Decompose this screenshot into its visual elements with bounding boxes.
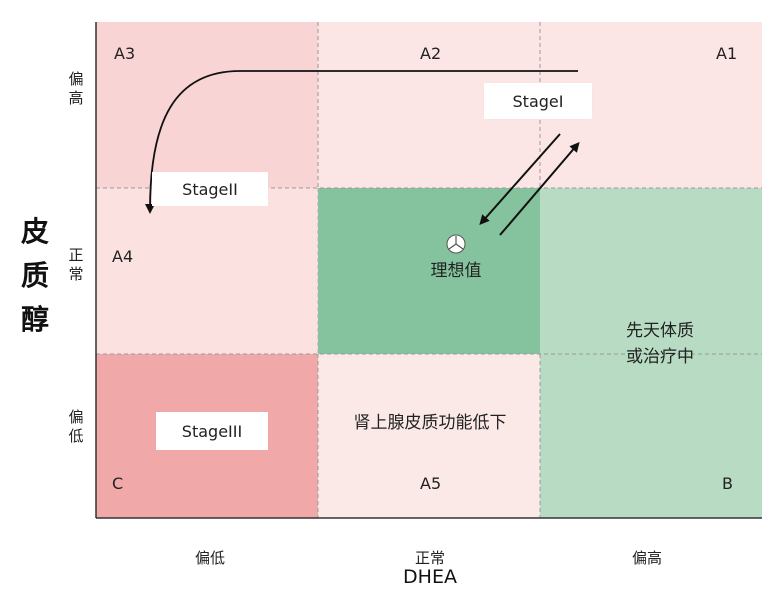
a5-region-text: 肾上腺皮质功能低下: [353, 413, 507, 433]
zone-label-a4: A4: [112, 247, 134, 266]
cell-a3: [96, 22, 318, 188]
x-level-high: 偏高: [631, 549, 662, 567]
zone-label-b: B: [722, 474, 733, 493]
zone-label-c: C: [112, 474, 124, 493]
arrow-to-ideal: [479, 133, 561, 225]
stage-1-box: StageI: [484, 83, 592, 119]
y-level-high: 偏高: [68, 70, 84, 107]
stage-3-box: StageIII: [156, 412, 268, 450]
arrow-from-ideal: [499, 141, 580, 236]
x-axis-title: DHEA: [403, 566, 457, 588]
cell-ideal: [318, 188, 540, 354]
b-region-line-1: 先天体质: [626, 321, 694, 341]
zone-label-a1: A1: [716, 44, 738, 63]
stage-2-box: StageII: [152, 172, 268, 206]
y-level-low: 偏低: [68, 408, 84, 445]
zone-label-a2: A2: [420, 44, 442, 63]
curve-arrow: [145, 70, 578, 214]
y-level-normal: 正常: [68, 246, 84, 283]
ideal-marker-icon: [446, 234, 466, 254]
zone-label-a5: A5: [420, 474, 442, 493]
b-region-line-2: 或治疗中: [626, 347, 694, 367]
ideal-label: 理想值: [430, 261, 482, 281]
cell-b: [540, 188, 762, 518]
zone-label-a3: A3: [114, 44, 136, 63]
cell-a5: [318, 354, 540, 518]
x-level-low: 偏低: [194, 549, 225, 567]
y-axis-title: 皮质醇: [20, 215, 49, 336]
x-level-normal: 正常: [414, 549, 445, 567]
cell-a4: [96, 188, 318, 354]
